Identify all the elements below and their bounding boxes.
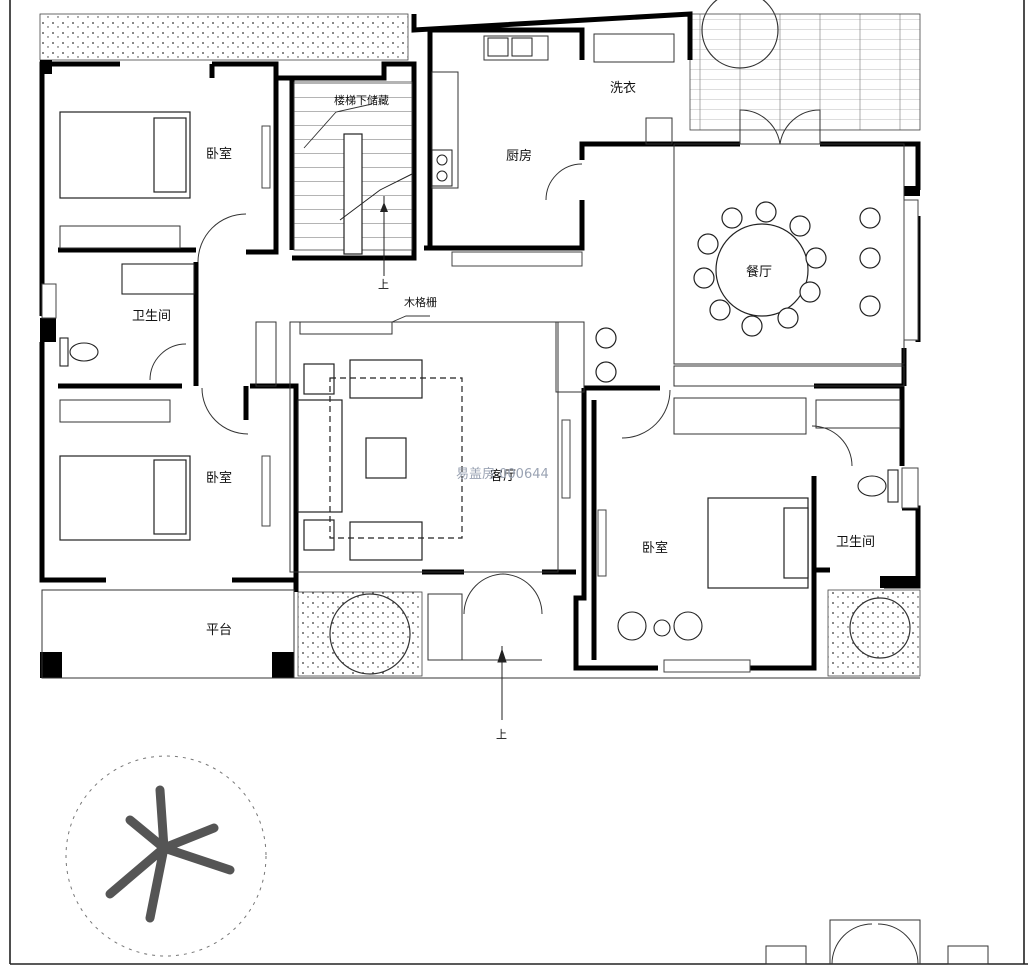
room-label-kitchen: 厨房 [506, 148, 532, 164]
annotation-entry-up: 上 [496, 728, 507, 741]
planting-front-right [827, 589, 921, 677]
room-label-dining: 餐厅 [746, 264, 772, 280]
room-label-bedroom-master: 卧室 [642, 540, 668, 556]
sofa-set [297, 359, 463, 561]
room-label-living: 客厅 [490, 468, 516, 484]
deck-terrace [689, 13, 921, 131]
site-boundary [9, 0, 1028, 965]
cabinets [59, 33, 905, 435]
beds [59, 111, 809, 589]
annotation-wood-screen: 木格栅 [404, 295, 437, 309]
windows [41, 125, 919, 673]
tree-large [65, 755, 267, 957]
thin-outlines [41, 143, 920, 679]
bath-fixtures [59, 263, 899, 641]
annotation-stair-up: 上 [378, 278, 389, 291]
room-label-laundry: 洗衣 [610, 80, 636, 96]
watermark: 易盖房 000644 [456, 466, 549, 482]
entry-arrow [497, 646, 507, 720]
leader-lines [303, 103, 430, 323]
dining-table [595, 201, 881, 383]
staircase [293, 81, 413, 276]
planting-front-left [297, 591, 423, 677]
front-gate [765, 919, 989, 965]
annotation-stair-storage: 楼梯下储藏 [334, 93, 389, 107]
room-label-terrace: 平台 [206, 623, 232, 638]
kitchen-stove [431, 37, 533, 187]
planting-strip-north [39, 13, 409, 61]
tree-front [329, 0, 911, 675]
wall-columns [40, 60, 920, 678]
room-label-bath-w: 卫生间 [132, 309, 171, 324]
room-label-bath-e: 卫生间 [836, 535, 875, 550]
door-swings [149, 109, 853, 615]
room-label-bedroom-nw: 卧室 [206, 146, 232, 162]
room-label-bedroom-w: 卧室 [206, 470, 232, 486]
